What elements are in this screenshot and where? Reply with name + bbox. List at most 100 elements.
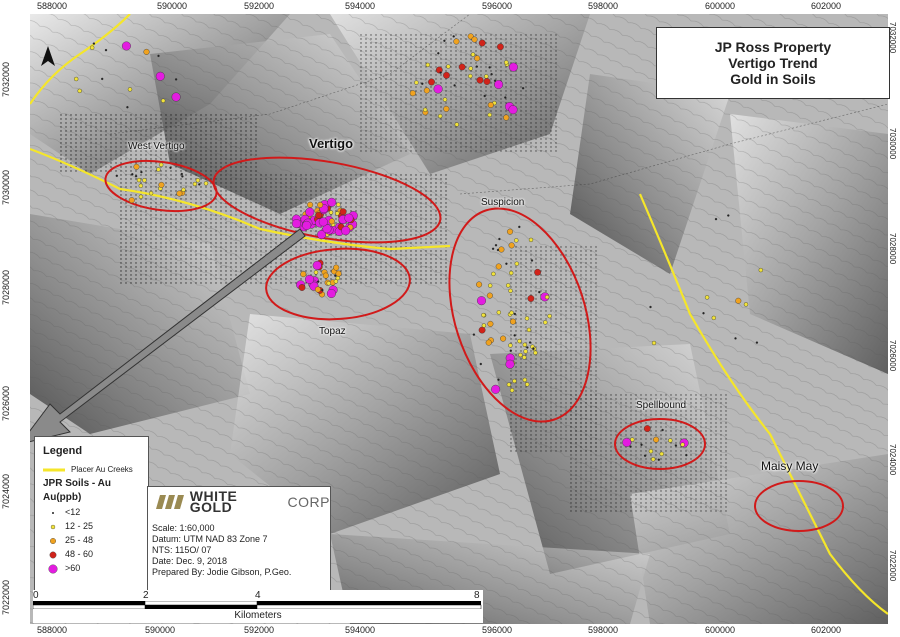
sample-point <box>524 316 530 321</box>
sample-point <box>181 175 184 178</box>
sample-point <box>322 272 329 279</box>
y-tick-right: 7024000 <box>888 444 897 476</box>
label-vertigo: Vertigo <box>309 136 354 151</box>
class-lt12-icon <box>52 511 54 514</box>
sample-point <box>155 71 165 81</box>
sample-point <box>509 349 512 352</box>
sample-point <box>508 242 515 249</box>
placer-creek <box>638 193 888 615</box>
sample-point <box>508 288 513 293</box>
legend: Legend Placer Au Creeks JPR Soils - Au A… <box>34 436 149 591</box>
scale-bar: 0 2 4 8 Kilometers <box>33 590 483 623</box>
sample-point <box>530 259 534 262</box>
sample-point <box>513 334 516 337</box>
sample-point <box>428 78 435 86</box>
sample-point <box>414 80 419 85</box>
sample-point <box>136 177 142 183</box>
sample-point <box>643 454 647 457</box>
sample-point <box>156 167 161 172</box>
sample-point <box>313 270 319 275</box>
sample-point <box>446 64 451 69</box>
sample-point <box>317 280 320 283</box>
sample-point <box>508 62 518 72</box>
sample-point <box>521 86 525 90</box>
x-tick-bottom: 602000 <box>810 625 842 635</box>
placer-creek <box>30 14 131 105</box>
sample-point <box>454 122 459 127</box>
sample-point <box>485 339 492 346</box>
sample-point <box>317 201 324 208</box>
sample-point <box>685 453 688 457</box>
sample-point <box>526 346 529 349</box>
sample-point <box>526 327 532 333</box>
sample-point <box>508 105 518 115</box>
sample-point <box>476 281 483 288</box>
sample-point <box>543 320 548 325</box>
label-suspicion: Suspicion <box>481 197 525 208</box>
map-canvas[interactable] <box>30 14 888 624</box>
sample-point <box>661 428 664 432</box>
sample-point <box>100 77 104 81</box>
sample-point <box>643 425 651 432</box>
y-tick-right: 7026000 <box>888 340 897 372</box>
sample-point <box>335 211 340 216</box>
sample-point <box>169 166 172 169</box>
sample-point <box>651 457 656 462</box>
label-spellbound: Spellbound <box>636 400 687 411</box>
sample-point <box>680 442 685 447</box>
sample-point <box>439 71 442 74</box>
y-tick: 7022000 <box>1 580 11 616</box>
sample-point <box>668 438 673 443</box>
class-gt60-icon <box>48 564 58 574</box>
sample-point <box>483 94 486 98</box>
sample-point <box>510 318 517 325</box>
sample-point <box>133 163 140 170</box>
sample-point <box>491 271 496 277</box>
sample-point <box>74 76 79 82</box>
sample-point <box>443 71 450 79</box>
sample-point <box>622 437 632 447</box>
sample-point <box>476 76 484 84</box>
sample-point <box>335 270 342 277</box>
sample-point <box>134 174 138 178</box>
y-tick: 7026000 <box>1 386 11 422</box>
sample-point <box>314 286 321 293</box>
sample-point <box>138 183 144 189</box>
sample-point <box>307 201 314 208</box>
sample-point <box>341 226 351 236</box>
sample-point <box>494 243 498 247</box>
sample-point <box>298 284 306 291</box>
sample-point <box>487 101 494 108</box>
sample-point <box>471 36 478 43</box>
logo-suffix: CORP <box>287 493 330 510</box>
y-tick: 7028000 <box>1 270 11 306</box>
sample-point <box>334 274 337 277</box>
sample-point <box>649 305 652 309</box>
soil-samples <box>74 33 763 462</box>
sample-point <box>409 90 416 97</box>
sample-point <box>702 312 705 315</box>
sample-point <box>423 107 428 113</box>
sample-point <box>142 178 147 183</box>
x-tick-bottom: 590000 <box>144 625 176 635</box>
sample-point <box>483 78 491 85</box>
sample-point <box>195 178 201 183</box>
sample-point <box>528 341 532 344</box>
sample-point <box>522 377 527 383</box>
sample-point <box>484 74 489 79</box>
x-tick-bottom: 598000 <box>587 625 619 635</box>
sample-point <box>423 87 430 94</box>
sample-point <box>514 238 519 243</box>
sample-point <box>148 190 154 196</box>
legend-class: >60 <box>65 563 81 573</box>
sample-point <box>743 302 749 307</box>
target-maisy-may <box>754 480 844 532</box>
sample-point <box>651 340 657 346</box>
legend-soils-title: JPR Soils - Au <box>43 478 111 489</box>
sample-point <box>657 458 660 461</box>
logo-name: WHITE GOLD <box>189 488 238 515</box>
sample-point <box>138 194 144 200</box>
title-line-3: Gold in Soils <box>730 71 816 87</box>
sample-point <box>305 207 315 217</box>
